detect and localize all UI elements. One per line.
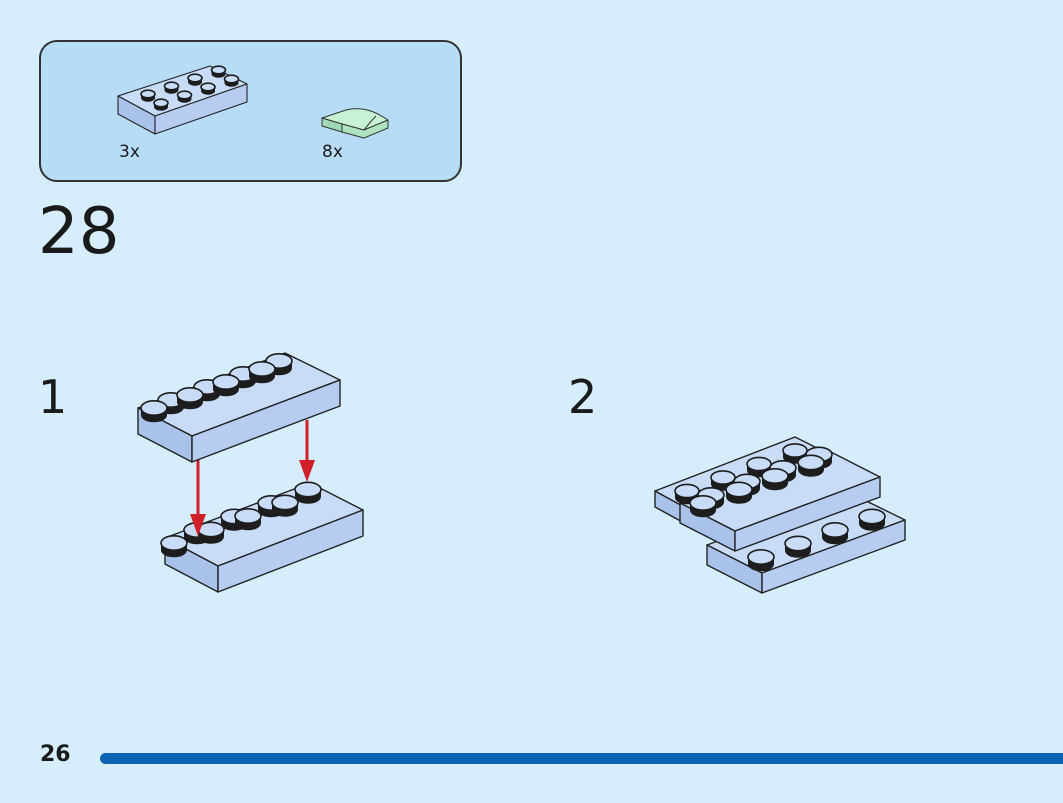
red-arrow-left bbox=[190, 458, 206, 536]
page-number: 26 bbox=[40, 742, 71, 767]
substep-2-illustration bbox=[654, 436, 906, 594]
red-arrow-right bbox=[299, 420, 315, 482]
plate-quantity: 3x bbox=[119, 142, 140, 162]
parts-list-box bbox=[39, 40, 462, 182]
progress-bar bbox=[100, 753, 1063, 764]
plate-2x4-part-icon bbox=[117, 65, 248, 135]
step-number: 28 bbox=[38, 195, 120, 269]
substep-1-number: 1 bbox=[38, 370, 68, 424]
substep-2-number: 2 bbox=[568, 370, 598, 424]
substep-1-illustration bbox=[137, 352, 364, 593]
slope-quantity: 8x bbox=[322, 142, 343, 162]
curved-slope-part-icon bbox=[321, 108, 389, 139]
